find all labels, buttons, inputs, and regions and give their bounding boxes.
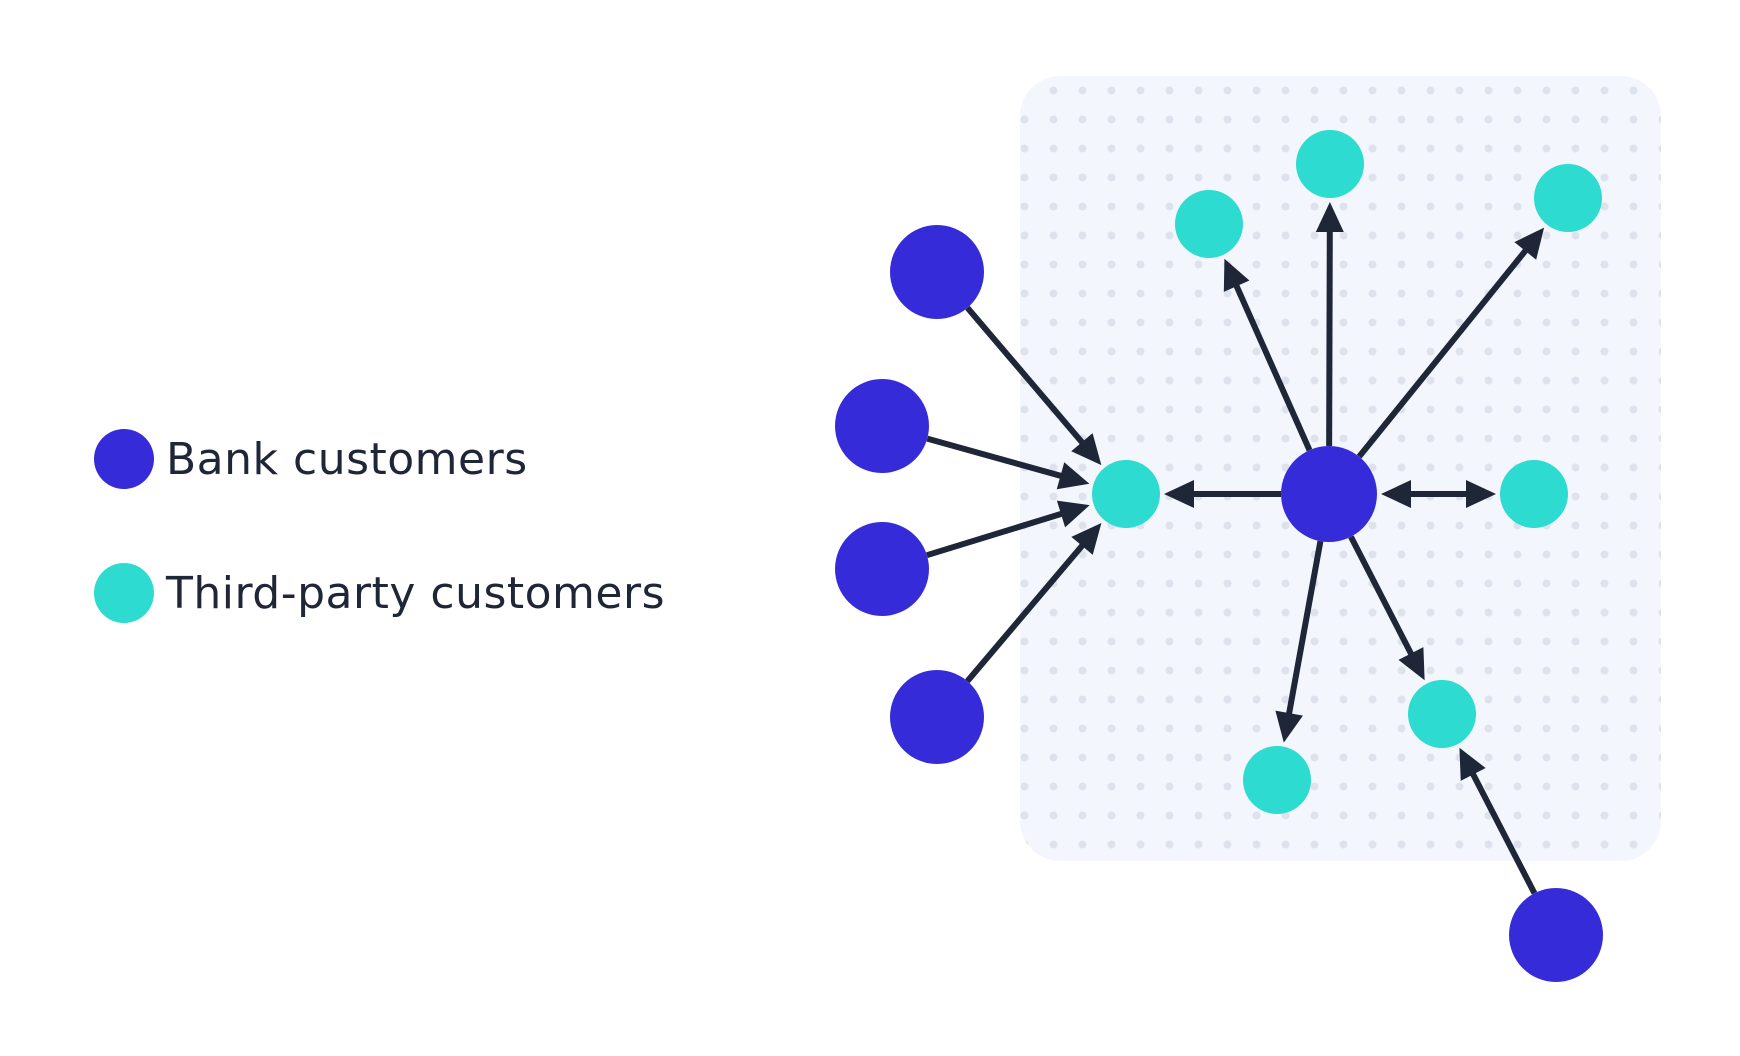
node-bank-left-2	[835, 379, 929, 473]
edge-bank_left_1-to-target	[965, 305, 1091, 452]
edge-hub-to-tp_bottom_right	[1348, 535, 1419, 664]
edge-bank_left_2-to-target	[926, 435, 1071, 482]
node-bank-left-3	[835, 522, 929, 616]
arrowhead-icon	[1514, 227, 1545, 260]
arrowhead-icon	[1459, 747, 1486, 781]
node-target	[1092, 460, 1160, 528]
edge-bank_left_3-to-target	[926, 508, 1072, 559]
node-tp-top	[1296, 130, 1364, 198]
third-party-customer-dot-icon	[94, 563, 154, 623]
arrowhead-icon	[1056, 500, 1090, 528]
arrowhead-icon	[1071, 522, 1102, 555]
edge-bank_left_4-to-target	[965, 536, 1091, 684]
edge-hub-to-tp_top_left	[1229, 275, 1313, 452]
arrowhead-icon	[1056, 462, 1090, 490]
node-bank-left-1	[890, 225, 984, 319]
arrowhead-icon	[1275, 710, 1303, 743]
arrowhead-icon	[1164, 480, 1194, 508]
node-tp-top-right	[1534, 164, 1602, 232]
node-bank-bottom	[1509, 888, 1603, 982]
edges	[926, 201, 1545, 895]
nodes	[835, 130, 1603, 982]
edge-hub-to-tp_top	[1326, 221, 1333, 447]
node-hub	[1281, 446, 1377, 542]
arrowhead-icon	[1071, 433, 1102, 466]
legend: Bank customers Third-party customers	[94, 428, 665, 696]
edge-hub-to-tp_bottom_left	[1284, 540, 1324, 724]
edge-hub-to-tp_top_right	[1356, 241, 1534, 459]
edge-bank_bottom-to-tp_bottom_right	[1465, 764, 1538, 895]
legend-label: Third-party customers	[166, 567, 665, 619]
node-tp-right	[1500, 460, 1568, 528]
legend-label: Bank customers	[166, 433, 528, 485]
node-tp-top-left	[1175, 190, 1243, 258]
arrowhead-icon	[1398, 647, 1425, 681]
arrowhead-icon	[1381, 480, 1411, 508]
legend-item-third-party-customers: Third-party customers	[94, 562, 665, 624]
node-tp-bottom-right	[1408, 680, 1476, 748]
node-tp-bottom-left	[1243, 746, 1311, 814]
arrowhead-icon	[1466, 480, 1496, 508]
arrowhead-icon	[1223, 258, 1250, 292]
node-bank-left-4	[890, 670, 984, 764]
arrowhead-icon	[1315, 201, 1344, 233]
legend-item-bank-customers: Bank customers	[94, 428, 665, 490]
bank-customer-dot-icon	[94, 429, 154, 489]
